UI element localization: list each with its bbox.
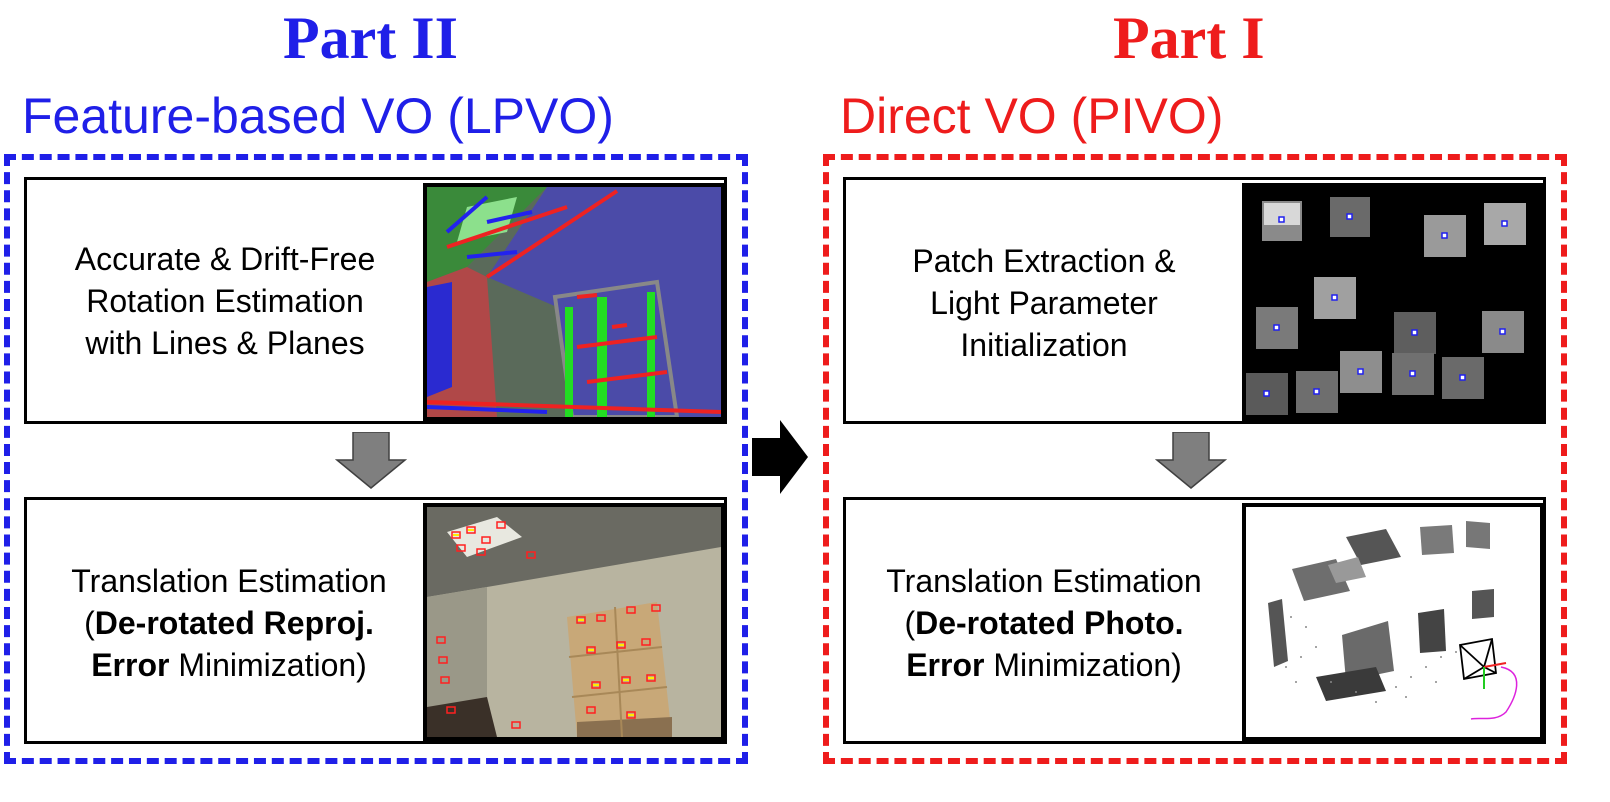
reproj-translation-box: Translation Estimation (De-rotated Repro… [24, 497, 727, 744]
rotation-line-3: with Lines & Planes [85, 325, 365, 361]
reproj-line-1: Translation Estimation [71, 563, 387, 599]
part-ii-to-part-i-arrow [752, 420, 808, 494]
office-features-image [423, 503, 725, 741]
part-ii-label: Part [283, 5, 397, 71]
photo-line-3: Error Minimization) [906, 647, 1182, 683]
patch-line-1: Patch Extraction & [912, 243, 1176, 279]
lpvo-down-arrow [335, 432, 407, 489]
lines-planes-image [423, 183, 725, 421]
rotation-estimation-text: Accurate & Drift-Free Rotation Estimatio… [27, 238, 423, 364]
pivo-subtitle: Direct VO (PIVO) [840, 88, 1224, 144]
patch-extraction-box: Patch Extraction & Light Parameter Initi… [843, 177, 1546, 424]
lpvo-subtitle: Feature-based VO (LPVO) [22, 88, 614, 144]
photo-line-1: Translation Estimation [886, 563, 1202, 599]
rotation-estimation-box: Accurate & Drift-Free Rotation Estimatio… [24, 177, 727, 424]
patches-image [1242, 183, 1544, 421]
pivo-down-arrow [1155, 432, 1227, 489]
reproj-translation-text: Translation Estimation (De-rotated Repro… [27, 560, 431, 686]
photo-translation-box: Translation Estimation (De-rotated Photo… [843, 497, 1546, 744]
photo-translation-text: Translation Estimation (De-rotated Photo… [846, 560, 1242, 686]
point-cloud-image [1242, 503, 1544, 741]
part-ii-numeral: II [411, 5, 458, 71]
photo-line-2: (De-rotated Photo. [904, 605, 1184, 641]
part-i-title: Part I [1113, 8, 1265, 68]
reproj-line-3: Error Minimization) [91, 647, 367, 683]
rotation-line-1: Accurate & Drift-Free [74, 241, 376, 277]
reproj-line-2: (De-rotated Reproj. [84, 605, 374, 641]
lpvo-dashed-frame [4, 154, 748, 764]
patch-extraction-text: Patch Extraction & Light Parameter Initi… [846, 240, 1242, 366]
part-ii-title: Part II [283, 8, 458, 68]
pivo-dashed-frame [823, 154, 1567, 764]
patch-line-2: Light Parameter [930, 285, 1158, 321]
part-i-label: Part [1113, 5, 1227, 71]
part-i-numeral: I [1241, 5, 1265, 71]
patch-line-3: Initialization [960, 327, 1128, 363]
rotation-line-2: Rotation Estimation [86, 283, 364, 319]
